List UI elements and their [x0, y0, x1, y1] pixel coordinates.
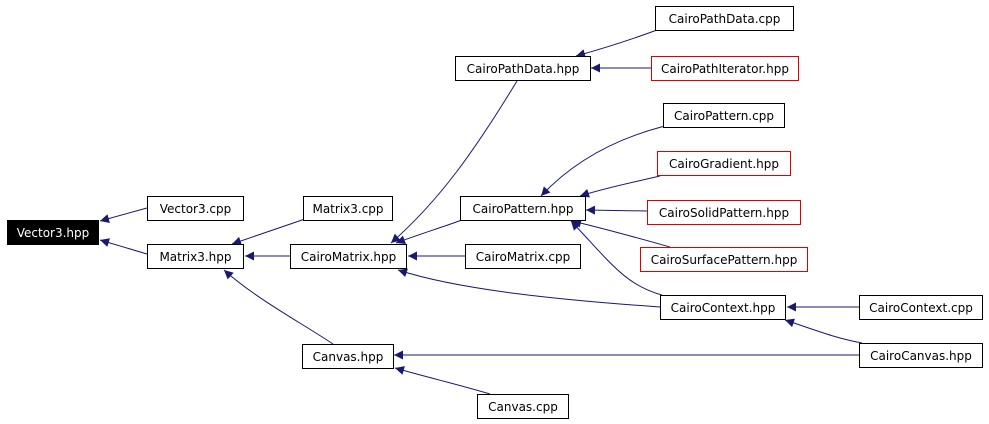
node-matrix3-cpp[interactable]: Matrix3.cpp [303, 196, 393, 221]
edge-cairopathdatahpp-to-cairomatrixhpp [390, 80, 518, 244]
edge-cairosurfacepatternhpp-to-cairopatternhpp [571, 218, 671, 248]
edge-cairocanvashpp-to-cairocontexthpp [784, 318, 863, 344]
node-canvas-cpp[interactable]: Canvas.cpp [477, 394, 569, 419]
edge-canvascpp-to-canvashpp [394, 366, 491, 395]
node-cairopathdata-cpp[interactable]: CairoPathData.cpp [655, 6, 794, 31]
node-cairopattern-cpp[interactable]: CairoPattern.cpp [663, 103, 785, 128]
node-cairocontext-cpp[interactable]: CairoContext.cpp [859, 295, 983, 320]
edge-cairocontexthpp-to-cairopatternhpp [570, 220, 663, 296]
edge-matrix3hpp-to-vector3hpp [99, 238, 148, 255]
node-cairosolidpattern-hpp[interactable]: CairoSolidPattern.hpp [647, 200, 801, 225]
node-cairopattern-hpp[interactable]: CairoPattern.hpp [460, 196, 586, 221]
edge-matrix3cpp-to-matrix3hpp [231, 218, 306, 246]
edge-cairocontexthpp-to-cairomatrixhpp [397, 268, 661, 308]
node-vector3-hpp: Vector3.hpp [7, 220, 99, 245]
node-cairopathdata-hpp[interactable]: CairoPathData.hpp [455, 56, 591, 81]
node-cairomatrix-cpp[interactable]: CairoMatrix.cpp [465, 244, 581, 269]
node-cairomatrix-hpp[interactable]: CairoMatrix.hpp [290, 244, 407, 269]
node-cairocanvas-hpp[interactable]: CairoCanvas.hpp [859, 343, 983, 368]
edge-cairopatternhpp-to-cairomatrixhpp [395, 219, 463, 245]
node-vector3-cpp[interactable]: Vector3.cpp [147, 196, 244, 221]
node-cairogradient-hpp[interactable]: CairoGradient.hpp [657, 151, 791, 176]
node-cairosurfacepattern-hpp[interactable]: CairoSurfacePattern.hpp [640, 247, 808, 272]
edge-cairogradienthpp-to-cairopatternhpp [579, 175, 661, 198]
edge-canvashpp-to-matrix3hpp [223, 269, 334, 345]
edge-vector3cpp-to-vector3hpp [99, 207, 148, 223]
node-cairocontext-hpp[interactable]: CairoContext.hpp [660, 295, 786, 320]
node-matrix3-hpp[interactable]: Matrix3.hpp [147, 244, 244, 269]
edge-cairopatterncpp-to-cairopatternhpp [540, 125, 666, 197]
edge-cairosolidpatternhpp-to-cairopatternhpp [585, 205, 648, 215]
node-cairopathiterator-hpp[interactable]: CairoPathIterator.hpp [651, 56, 799, 81]
node-canvas-hpp[interactable]: Canvas.hpp [302, 344, 394, 369]
edge-cairopathdatacpp-to-cairopathdatahpp [575, 29, 658, 58]
